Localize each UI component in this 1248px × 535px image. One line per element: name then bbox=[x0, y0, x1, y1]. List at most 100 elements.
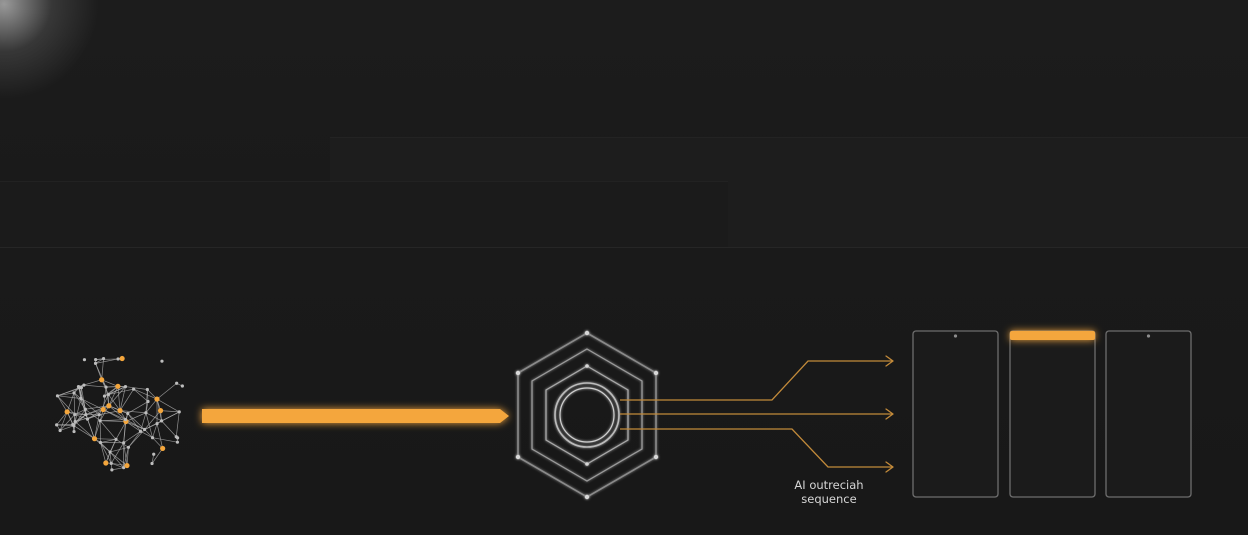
network-node bbox=[123, 417, 128, 422]
network-node bbox=[117, 408, 123, 414]
network-link bbox=[101, 379, 119, 387]
network-node bbox=[122, 466, 126, 470]
network-link bbox=[152, 423, 158, 438]
network-link bbox=[74, 408, 86, 415]
network-link bbox=[99, 420, 117, 440]
network-node bbox=[93, 361, 98, 365]
phone-screen-icon bbox=[912, 330, 999, 498]
network-node bbox=[143, 427, 147, 432]
network-node bbox=[73, 412, 77, 417]
network-link bbox=[144, 423, 158, 430]
network-icon bbox=[55, 355, 184, 472]
network-node bbox=[155, 422, 159, 426]
network-link bbox=[100, 442, 111, 453]
network-node bbox=[73, 420, 77, 424]
network-link bbox=[144, 410, 161, 430]
network-node bbox=[106, 392, 111, 397]
network-link bbox=[125, 386, 148, 390]
network-link bbox=[145, 398, 158, 413]
network-node bbox=[160, 359, 164, 363]
network-node bbox=[146, 399, 150, 404]
network-node bbox=[116, 357, 120, 361]
network-link bbox=[83, 384, 107, 388]
network-link bbox=[73, 392, 76, 415]
network-link bbox=[110, 442, 124, 464]
network-link bbox=[145, 412, 162, 422]
network-link bbox=[95, 363, 103, 380]
network-link bbox=[94, 438, 117, 440]
network-node bbox=[106, 403, 112, 409]
output-connector bbox=[620, 408, 894, 420]
network-link bbox=[100, 442, 107, 464]
network-link bbox=[100, 419, 126, 422]
network-link bbox=[57, 387, 80, 397]
network-link bbox=[156, 423, 163, 449]
network-node bbox=[103, 460, 109, 466]
network-link bbox=[67, 411, 86, 415]
network-link bbox=[85, 409, 104, 415]
flow-arrow bbox=[202, 409, 509, 423]
network-link bbox=[125, 421, 141, 432]
network-node bbox=[124, 462, 130, 469]
network-link bbox=[125, 412, 147, 422]
network-link bbox=[140, 431, 153, 438]
network-link bbox=[133, 388, 149, 402]
network-link bbox=[119, 386, 126, 411]
network-link bbox=[108, 386, 126, 406]
output-connector bbox=[620, 355, 894, 401]
network-node bbox=[84, 412, 88, 417]
network-node bbox=[180, 384, 184, 388]
network-link bbox=[119, 388, 134, 411]
network-link bbox=[59, 411, 68, 431]
network-node bbox=[157, 408, 164, 414]
network-node bbox=[150, 461, 154, 466]
caption-label: AI outreciah sequence bbox=[794, 478, 864, 506]
network-node bbox=[99, 377, 105, 383]
network-node bbox=[144, 411, 148, 415]
phone-screen-icon bbox=[1105, 330, 1192, 498]
network-node bbox=[119, 355, 125, 362]
network-link bbox=[95, 358, 119, 364]
network-node bbox=[145, 387, 149, 392]
output-connector bbox=[620, 428, 894, 473]
phone-screen-icon bbox=[1009, 330, 1096, 498]
network-link bbox=[94, 420, 101, 439]
network-node bbox=[58, 428, 62, 433]
network-link bbox=[133, 388, 158, 400]
network-link bbox=[109, 451, 113, 470]
network-link bbox=[140, 412, 147, 432]
network-link bbox=[103, 409, 126, 420]
network-node bbox=[126, 411, 130, 416]
network-node bbox=[138, 429, 143, 433]
network-node bbox=[175, 381, 179, 385]
network-link bbox=[57, 395, 76, 415]
network-link bbox=[127, 413, 141, 432]
network-node bbox=[150, 436, 155, 440]
network-link bbox=[57, 395, 68, 413]
network-node bbox=[82, 383, 86, 387]
network-node bbox=[55, 423, 59, 427]
network-link bbox=[161, 420, 177, 438]
hexagon-hub-icon bbox=[515, 330, 659, 500]
network-node bbox=[175, 436, 180, 440]
network-node bbox=[102, 394, 107, 398]
network-node bbox=[72, 429, 76, 434]
network-link bbox=[56, 411, 68, 426]
network-node bbox=[123, 385, 128, 389]
network-link bbox=[111, 462, 124, 469]
network-node bbox=[114, 437, 118, 441]
network-link bbox=[94, 414, 100, 439]
network-link bbox=[144, 429, 153, 438]
network-link bbox=[80, 398, 100, 416]
network-node bbox=[152, 452, 156, 456]
network-node bbox=[104, 385, 108, 389]
network-link bbox=[80, 398, 104, 410]
network-link bbox=[151, 448, 163, 464]
network-link bbox=[117, 386, 121, 411]
network-link bbox=[128, 429, 145, 448]
network-node bbox=[108, 450, 112, 454]
network-link bbox=[100, 442, 112, 464]
network-link bbox=[175, 411, 180, 437]
network-node bbox=[159, 419, 164, 423]
